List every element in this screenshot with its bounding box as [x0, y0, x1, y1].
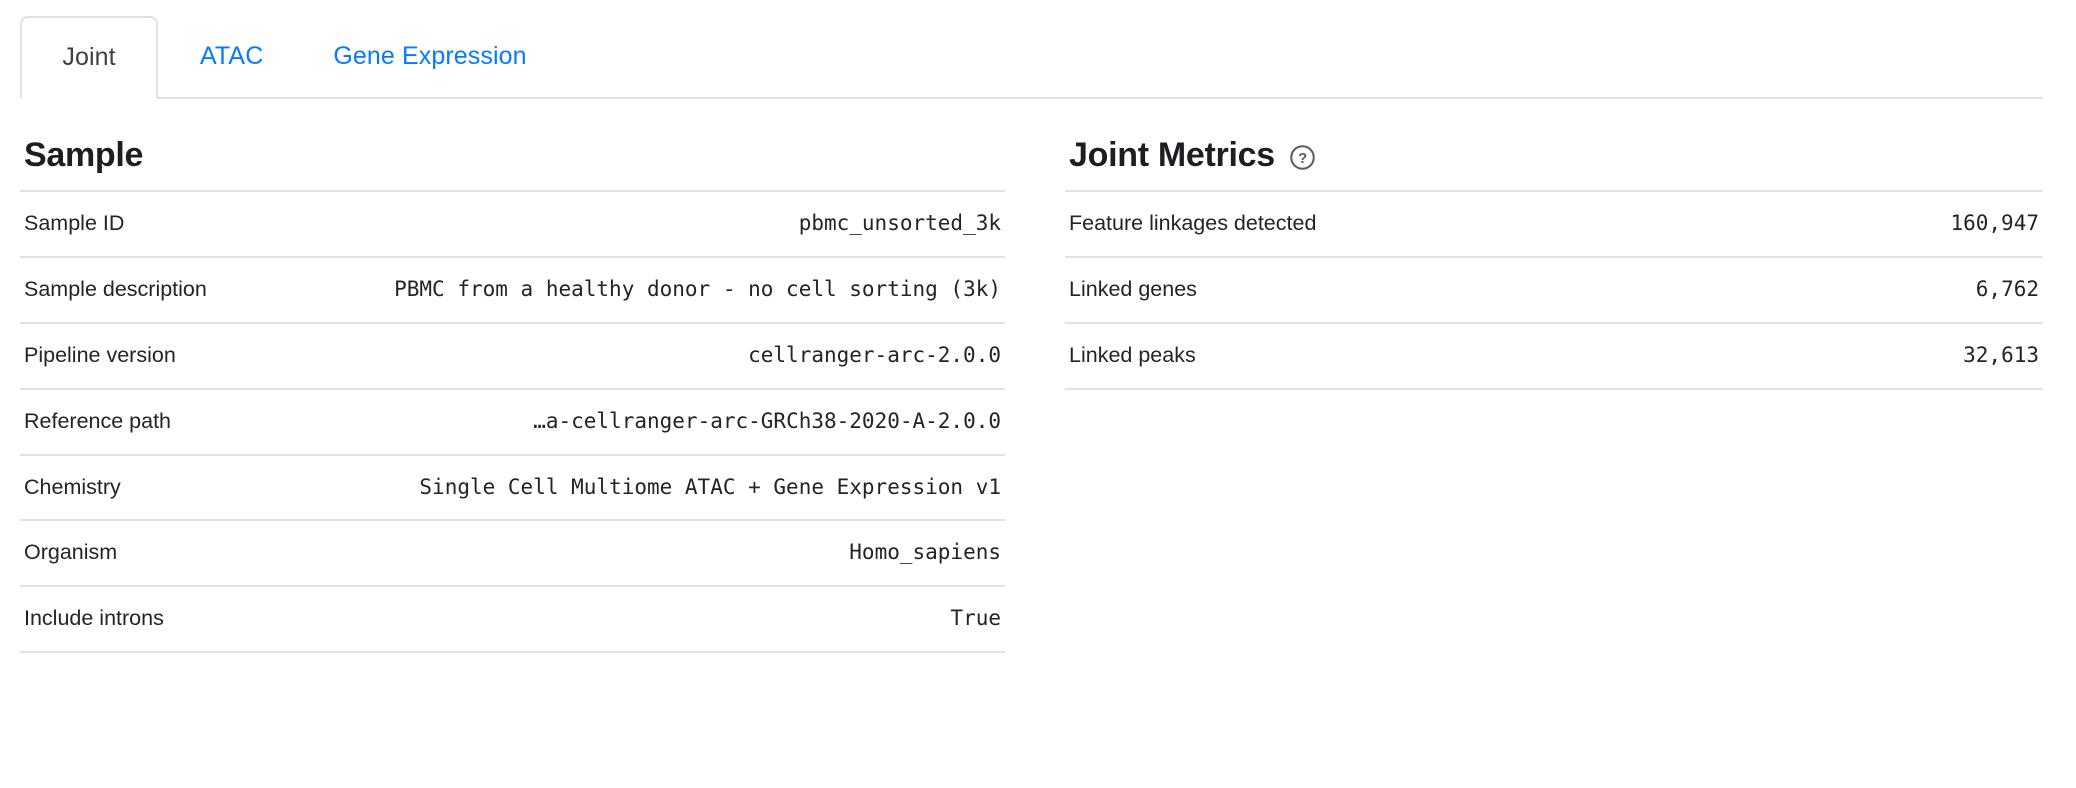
- row-value: cellranger-arc-2.0.0: [748, 343, 1001, 368]
- table-row: Sample ID pbmc_unsorted_3k: [20, 191, 1005, 257]
- row-label: Organism: [24, 540, 118, 565]
- row-value: …a-cellranger-arc-GRCh38-2020-A-2.0.0: [533, 408, 1001, 433]
- row-label: Linked peaks: [1069, 343, 1196, 368]
- row-value: Single Cell Multiome ATAC + Gene Express…: [419, 474, 1001, 499]
- row-label: Sample ID: [24, 211, 125, 236]
- sample-panel: Sample Sample ID pbmc_unsorted_3k Sample…: [20, 99, 1005, 653]
- table-row: Linked peaks 32,613: [1065, 323, 2043, 389]
- row-label: Sample description: [24, 277, 207, 302]
- row-value: 160,947: [1950, 211, 2039, 236]
- row-value: Homo_sapiens: [849, 540, 1001, 565]
- row-value: True: [950, 606, 1001, 631]
- row-label: Feature linkages detected: [1069, 211, 1317, 236]
- row-value: 6,762: [1975, 277, 2039, 302]
- sample-panel-title: Sample: [20, 99, 1005, 190]
- row-value: PBMC from a healthy donor - no cell sort…: [394, 277, 1001, 302]
- tab-bar: Joint ATAC Gene Expression: [20, 16, 2043, 99]
- joint-metrics-panel-title: Joint Metrics ?: [1065, 99, 2043, 190]
- joint-metrics-panel: Joint Metrics ? Feature linkages detecte…: [1065, 99, 2043, 390]
- joint-metrics-title-text: Joint Metrics: [1069, 136, 1275, 174]
- table-row: Include introns True: [20, 586, 1005, 653]
- table-row: Reference path …a-cellranger-arc-GRCh38-…: [20, 388, 1005, 455]
- row-label: Include introns: [24, 606, 164, 631]
- question-mark-circle-icon[interactable]: ?: [1289, 144, 1316, 171]
- table-row: Chemistry Single Cell Multiome ATAC + Ge…: [20, 454, 1005, 521]
- row-label: Linked genes: [1069, 277, 1197, 302]
- row-value: 32,613: [1963, 343, 2039, 368]
- table-row: Feature linkages detected 160,947: [1065, 191, 2043, 257]
- table-row: Linked genes 6,762: [1065, 257, 2043, 323]
- row-value: pbmc_unsorted_3k: [798, 211, 1001, 236]
- joint-metrics-table: Feature linkages detected 160,947 Linked…: [1065, 190, 2043, 389]
- page-title: Sample: [24, 136, 144, 174]
- row-label: Reference path: [24, 408, 172, 433]
- sample-metrics-table: Sample ID pbmc_unsorted_3k Sample descri…: [20, 190, 1005, 653]
- svg-text:?: ?: [1298, 151, 1307, 167]
- table-row: Sample description PBMC from a healthy d…: [20, 257, 1005, 323]
- tab-gene-expression[interactable]: Gene Expression: [333, 42, 527, 70]
- table-row: Organism Homo_sapiens: [20, 520, 1005, 586]
- table-row: Pipeline version cellranger-arc-2.0.0: [20, 323, 1005, 389]
- tab-joint[interactable]: Joint: [20, 16, 158, 99]
- row-label: Chemistry: [24, 474, 121, 499]
- tab-atac[interactable]: ATAC: [200, 42, 264, 70]
- row-label: Pipeline version: [24, 343, 176, 368]
